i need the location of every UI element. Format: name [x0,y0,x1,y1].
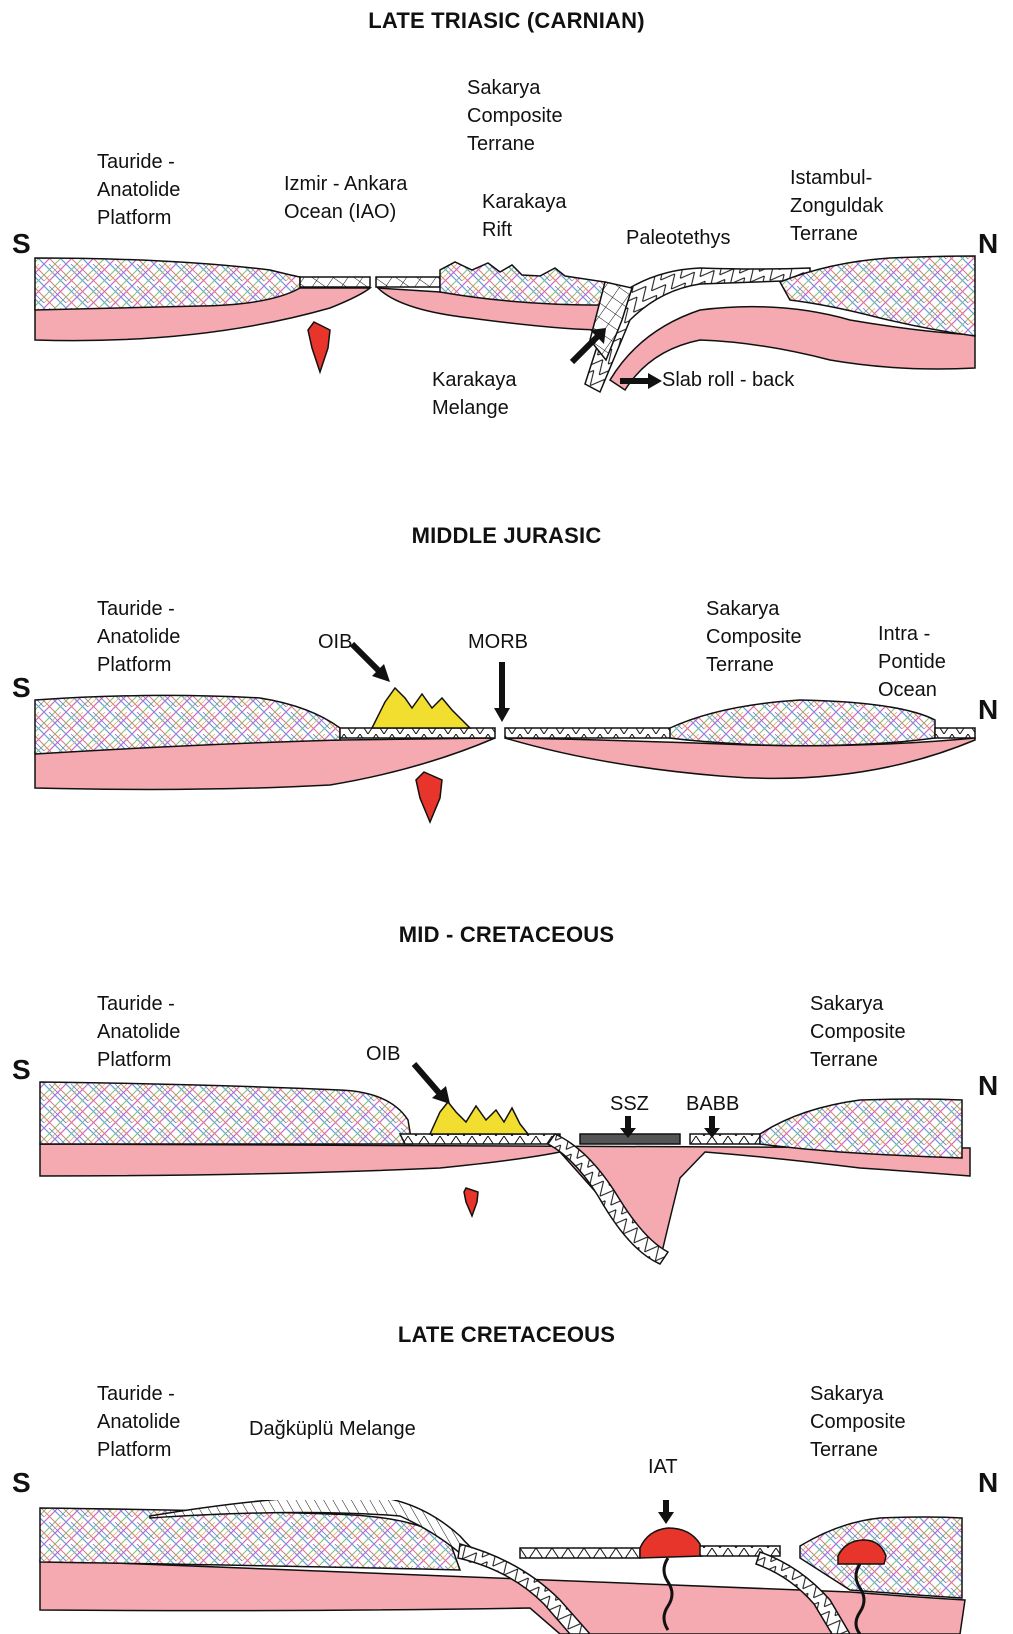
cross-section-4 [0,1500,1013,1634]
iat-arc [640,1528,702,1558]
label-dagkuplu: Dağküplü Melange [249,1415,416,1443]
panel-title: LATE CRETACEOUS [0,1322,1013,1348]
label-tauride: Tauride - Anatolide Platform [97,1380,180,1464]
label-sakarya: Sakarya Composite Terrane [810,1380,906,1464]
tauride-crust [40,1508,460,1570]
south-label: S [12,1467,31,1499]
north-label: N [978,1467,998,1499]
ocean-crust [520,1548,640,1558]
arrow-iat [658,1500,674,1524]
label-iat: IAT [648,1453,678,1481]
